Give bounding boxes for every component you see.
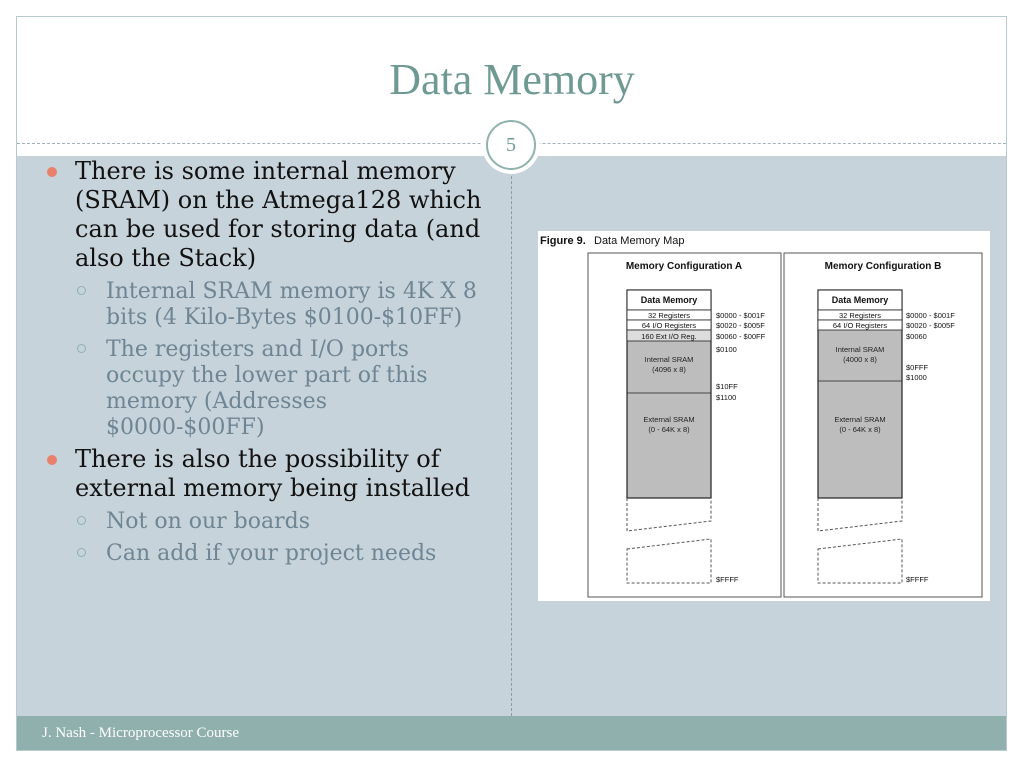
config-b-external-size: (0 - 64K x 8): [839, 425, 881, 434]
slide-number-badge: 5: [486, 120, 536, 170]
config-a-title: Memory Configuration A: [626, 261, 742, 272]
config-a-internal: Internal SRAM: [645, 355, 694, 364]
sub-bullet-text: Not on our boards: [106, 509, 310, 534]
column-divider: [511, 156, 512, 716]
config-b-addr: $FFFF: [906, 575, 929, 584]
config-b-internal-size: (4000 x 8): [843, 355, 877, 364]
bullet-text: There is some internal memory (SRAM) on …: [75, 157, 482, 272]
sub-bullet-item: Not on our boards: [75, 509, 486, 535]
bullet-ring-icon: [77, 548, 86, 557]
config-b-title: Memory Configuration B: [825, 261, 942, 272]
config-a-addr: $FFFF: [716, 575, 739, 584]
config-a-row-text: 32 Registers: [648, 311, 690, 320]
bullet-text: There is also the possibility of externa…: [75, 445, 470, 502]
sub-bullet-text: Internal SRAM memory is 4K X 8 bits (4 K…: [106, 279, 477, 330]
config-b-addr: $1000: [906, 373, 927, 382]
sub-bullet-text: Can add if your project needs: [106, 541, 437, 566]
sub-bullet-item: The registers and I/O ports occupy the l…: [75, 337, 486, 441]
memory-map-figure: Figure 9. Data Memory Map Memory Configu…: [538, 231, 990, 601]
config-b-addr: $0FFF: [906, 363, 929, 372]
config-b-box: [783, 252, 983, 598]
bullet-list: There is some internal memory (SRAM) on …: [46, 156, 486, 567]
bullet-ring-icon: [77, 286, 86, 295]
config-b-gap-upper: [817, 498, 903, 532]
slide-title: Data Memory: [389, 55, 635, 104]
config-a-addr: $0100: [716, 345, 737, 354]
figure-number: Figure 9.: [540, 235, 586, 247]
config-a-addr: $0020 - $005F: [716, 321, 765, 330]
memory-map-svg: Figure 9. Data Memory Map Memory Configu…: [540, 235, 983, 598]
figure-caption: Data Memory Map: [594, 235, 684, 247]
config-b-row: [817, 319, 903, 331]
config-a-gap-lower: [626, 538, 712, 584]
footer-bar: [17, 716, 1006, 750]
config-a-row-text: 64 I/O Registers: [642, 321, 696, 330]
bullet-ring-icon: [77, 516, 86, 525]
config-a-addr: $10FF: [716, 382, 738, 391]
config-a-addr: $1100: [716, 393, 736, 402]
sub-bullet-item: Internal SRAM memory is 4K X 8 bits (4 K…: [75, 279, 486, 331]
config-a-internal-size: (4096 x 8): [652, 365, 686, 374]
config-b-addr: $0060: [906, 332, 927, 341]
config-b-internal: Internal SRAM: [836, 345, 885, 354]
config-b-row-text: 64 I/O Registers: [833, 321, 887, 330]
bullet-dot-icon: [47, 455, 57, 465]
config-b-header: Data Memory: [832, 295, 889, 305]
bullet-dot-icon: [47, 167, 57, 177]
config-b-gap-lower: [817, 538, 903, 584]
slide-number: 5: [506, 133, 516, 156]
config-b-addr: $0020 - $005F: [906, 321, 955, 330]
sub-bullet-text: The registers and I/O ports occupy the l…: [106, 337, 428, 440]
bullet-item: There is also the possibility of externa…: [46, 445, 486, 503]
footer-text: J. Nash - Microprocessor Course: [42, 725, 240, 741]
config-a-gap-upper: [626, 498, 712, 532]
config-a-external: External SRAM: [643, 415, 694, 424]
config-a-header: Data Memory: [641, 295, 698, 305]
config-a-row: [626, 329, 712, 342]
config-b-row-text: 32 Registers: [839, 311, 881, 320]
config-b-addr: $0000 - $001F: [906, 311, 955, 320]
config-b-external: External SRAM: [834, 415, 885, 424]
config-a-row-text: 160 Ext I/O Reg.: [641, 332, 696, 341]
bullet-ring-icon: [77, 344, 86, 353]
config-a-box: [587, 252, 782, 598]
sub-bullet-item: Can add if your project needs: [75, 541, 486, 567]
config-a-addr: $0000 - $001F: [716, 311, 765, 320]
config-a-addr: $0060 - $00FF: [716, 332, 766, 341]
bullet-item: There is some internal memory (SRAM) on …: [46, 157, 486, 273]
config-a-external-size: (0 - 64K x 8): [648, 425, 690, 434]
